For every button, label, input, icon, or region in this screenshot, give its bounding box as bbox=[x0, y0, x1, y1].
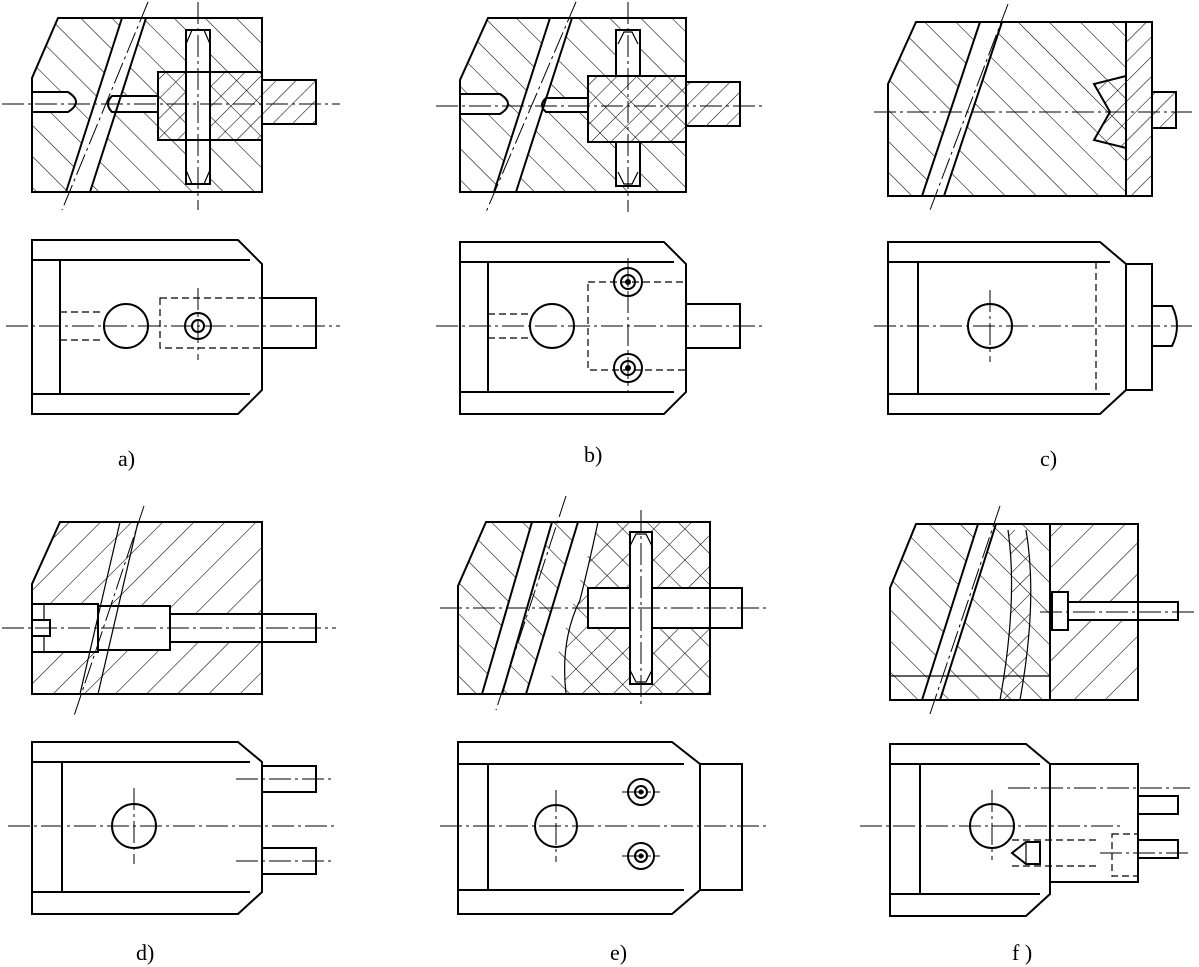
panel-a: a) bbox=[2, 1, 340, 471]
panel-d-section-view bbox=[2, 505, 336, 717]
panel-a-plan-view bbox=[6, 239, 340, 415]
panel-a-label: a) bbox=[118, 446, 135, 471]
panel-f-label: f ) bbox=[1012, 940, 1032, 965]
panel-e-section-view bbox=[440, 495, 766, 711]
panel-c: c) bbox=[874, 3, 1192, 471]
panel-a-slot bbox=[31, 91, 77, 113]
panel-b-label: b) bbox=[584, 442, 602, 467]
panel-c-section-view bbox=[874, 3, 1192, 211]
panel-d-plan-view bbox=[8, 741, 336, 915]
panel-f-section-view bbox=[889, 505, 1196, 715]
panel-c-plan-view bbox=[874, 241, 1192, 415]
panel-d-label: d) bbox=[136, 940, 154, 965]
panel-c-label: c) bbox=[1040, 446, 1057, 471]
panel-e-plan-view bbox=[440, 741, 766, 915]
panel-a-section-view bbox=[2, 1, 340, 211]
panel-e: e) bbox=[440, 495, 766, 965]
panel-b-section-view bbox=[436, 1, 766, 213]
panel-e-label: e) bbox=[610, 940, 627, 965]
panel-b-plan-view bbox=[436, 241, 766, 415]
panel-b: b) bbox=[436, 1, 766, 467]
panel-f-plan-view bbox=[860, 743, 1190, 917]
panel-f: f ) bbox=[860, 505, 1196, 965]
panel-d: d) bbox=[2, 505, 336, 965]
panel-f-screw bbox=[1067, 601, 1179, 621]
panel-b-screw-bottom bbox=[613, 353, 643, 383]
